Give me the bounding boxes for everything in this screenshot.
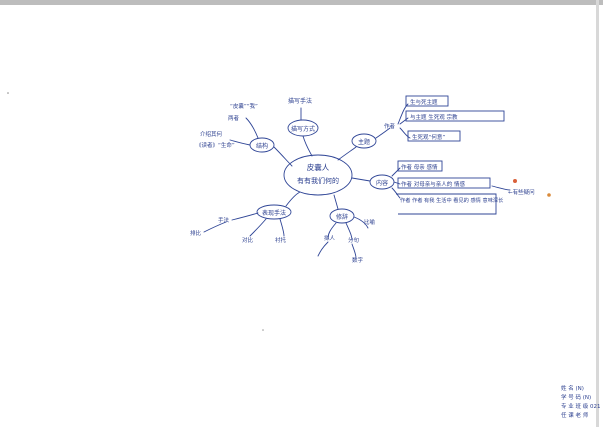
top-node-sub: 描写手法 [288,97,312,105]
lower-node-label: 修辞 [336,213,348,221]
lower-branch-2 [327,222,337,239]
lower-child-4: 数字 [352,256,364,264]
right1-to-author-branch [375,127,391,139]
structure-child-4: 排比 [190,229,202,237]
right1-item-box-1 [405,95,449,107]
center-to-right2-branch [351,177,371,182]
right1-node-outline [351,133,377,149]
red-mark-dot [513,179,517,183]
upleft-leaf-1b: 两者 [228,114,240,122]
center-node-outline [283,154,353,196]
signature-line-2: 学 号 码 (N) [561,395,592,401]
structure-node-label: 表现手法 [262,209,286,217]
structure-branch-2 [249,218,267,237]
right1-item-branch-2 [399,117,409,125]
paper-speck [7,92,9,94]
right2-item-branch-1 [391,167,401,177]
center-to-upleft-branch [273,146,293,167]
structure-branch-4 [203,221,227,233]
lower-branch-4 [317,241,329,257]
right-note-branch [491,185,511,191]
upleft-leaf-1: “皮囊”“我” [230,102,258,110]
center-to-top-branch [302,135,313,157]
right2-item-box-1 [397,160,443,172]
scan-top-edge [0,0,603,5]
right2-item-box-2 [397,177,491,189]
upleft-leaf-2: 介绍其何 [200,130,223,138]
upleft-leaf-branch-1 [245,117,259,139]
center-to-lower-branch [333,194,339,210]
signature-line-1: 姓 名 (N) [561,386,584,392]
structure-branch-1 [231,212,259,221]
lower-child-2: 拟人 [324,234,336,242]
upleft-leaf-2b: 《读者》“生命” [196,141,235,149]
signature-line-3: 专 业 班 级 021 [561,404,601,410]
center-node-line1: 皮囊人 [307,162,330,172]
scan-right-edge [596,0,599,427]
right1-item-branch-1 [397,103,409,125]
lower-branch-1 [353,216,369,229]
right1-item-box-3 [407,130,461,142]
right2-node-label: 内容 [376,179,388,187]
upleft-leaf-branch-2 [229,139,251,146]
right1-item-3: 生死观“何意” [412,133,445,141]
lower-child-3: 分句 [348,236,360,244]
right1-item-1: 生与死主题 [410,98,438,106]
right2-item-branch-2 [393,181,401,185]
structure-node-outline [256,204,292,220]
lower-node-outline [329,208,355,224]
right1-branch-label: 作者 [384,122,396,130]
center-to-right1-branch [337,146,357,161]
lower-child-1: 比喻 [364,218,376,226]
structure-child-1: 手法 [218,216,230,224]
right1-item-2: 与主题 生死观 宗教 [410,113,458,121]
top-node-label: 描写方式 [291,125,315,133]
center-node-line2: 有有我们何的 [297,176,339,185]
right2-item-3: 作者 作者 有我 生活中 看见的 感情 意味深长 [400,196,504,204]
right2-item-branch-3 [391,187,401,199]
orange-mark-dot [547,193,551,197]
structure-child-2: 对比 [242,236,254,244]
right2-item-box-3 [396,193,497,215]
signature-block: 姓 名 (N) 学 号 码 (N) 专 业 班 级 021 任 课 老 师 [561,385,603,421]
signature-line-4: 任 课 老 师 [561,413,589,419]
center-to-structure-branch [285,191,301,207]
right1-item-box-2 [405,110,505,122]
right2-item-2: 作者 对母亲与亲人的 情感 [401,180,465,188]
structure-child-3: 衬托 [275,236,287,244]
upleft-node-label: 结构 [256,142,268,150]
right1-node-label: 主题 [358,138,370,146]
structure-branch-3 [279,218,285,237]
right2-item-1: 作者 母亲 感情 [401,163,438,171]
lower-branch-5 [351,243,357,259]
right1-item-branch-3 [399,127,411,139]
paper-speck [262,329,264,331]
right-note: ←有些疑问 [508,188,535,196]
lower-branch-3 [345,222,353,241]
